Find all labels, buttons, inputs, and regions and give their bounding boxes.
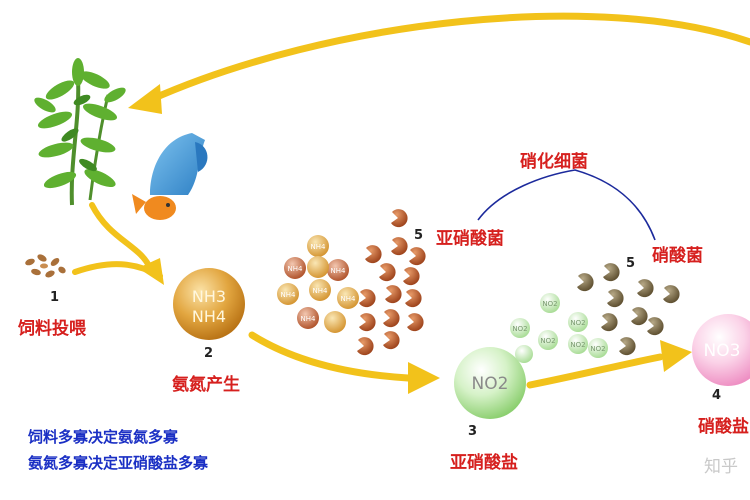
particle-no2: NO2 bbox=[540, 337, 555, 345]
nitrite-formula: NO2 bbox=[472, 374, 509, 394]
feed-pellets-icon bbox=[25, 254, 66, 278]
nitrite-bacteria-label: 亚硝酸菌 bbox=[436, 229, 504, 249]
stage-1-number: 1 bbox=[50, 290, 60, 305]
particle-no2: NO2 bbox=[512, 325, 527, 333]
stage-4-label: 硝酸盐 bbox=[698, 417, 749, 437]
nitrite-sphere bbox=[454, 347, 526, 419]
aquatic-plant-icon bbox=[34, 58, 126, 206]
ammonia-particles bbox=[277, 235, 359, 333]
stage-4-number: 4 bbox=[712, 388, 722, 403]
nitrite-particles bbox=[510, 293, 608, 363]
nitrate-sphere bbox=[692, 314, 750, 386]
nitrate-bacteria-cluster bbox=[577, 263, 680, 356]
ammonia-formula-line2: NH4 bbox=[192, 307, 226, 326]
nitrifying-bacteria-bracket bbox=[477, 169, 656, 241]
nitrite-bacteria-number: 5 bbox=[414, 228, 424, 243]
nitrate-bacteria-label: 硝酸菌 bbox=[652, 246, 703, 266]
particle-nh4: NH4 bbox=[313, 287, 329, 295]
particle-no2: NO2 bbox=[590, 345, 605, 353]
nitrifying-bacteria-title: 硝化细菌 bbox=[520, 152, 588, 172]
particle-nh4: NH4 bbox=[341, 295, 357, 303]
ammonia-sphere bbox=[173, 268, 245, 340]
stage-3-number: 3 bbox=[468, 424, 478, 439]
note-line-2: 氨氮多寡决定亚硝酸盐多寡 bbox=[28, 454, 209, 472]
watermark: 知乎 bbox=[704, 457, 738, 477]
note-line-1: 饲料多寡决定氨氮多寡 bbox=[28, 428, 179, 446]
particle-nh4: NH4 bbox=[301, 315, 317, 323]
nitrate-formula: NO3 bbox=[704, 341, 741, 361]
particle-nh4: NH4 bbox=[331, 267, 347, 275]
ammonia-to-nitrite-arrow bbox=[248, 331, 440, 394]
feed-to-ammonia-arrow bbox=[72, 261, 163, 279]
nitrite-to-nitrate-arrow bbox=[526, 340, 692, 389]
nitrite-bacteria-cluster bbox=[357, 209, 426, 356]
particle-no2: NO2 bbox=[542, 300, 557, 308]
orange-fish-icon bbox=[132, 194, 176, 220]
particle-nh4: NH4 bbox=[281, 291, 297, 299]
ammonia-formula-line1: NH3 bbox=[192, 287, 226, 306]
particle-no2: NO2 bbox=[570, 319, 585, 327]
stage-2-number: 2 bbox=[204, 346, 214, 361]
particle-nh4: NH4 bbox=[311, 243, 327, 251]
return-arrow bbox=[128, 12, 750, 114]
blue-fish-icon bbox=[150, 133, 208, 195]
particle-no2: NO2 bbox=[570, 341, 585, 349]
stage-1-label: 饲料投喂 bbox=[18, 319, 86, 339]
nitrate-bacteria-number: 5 bbox=[626, 256, 636, 271]
stage-3-label: 亚硝酸盐 bbox=[450, 453, 518, 473]
molecule-texts: NH3 NH4 NO2 NO3 NH4 NH4 NH4 NH4 NH4 NH4 … bbox=[192, 243, 741, 394]
stage-2-label: 氨氮产生 bbox=[172, 375, 240, 395]
particle-nh4: NH4 bbox=[288, 265, 304, 273]
